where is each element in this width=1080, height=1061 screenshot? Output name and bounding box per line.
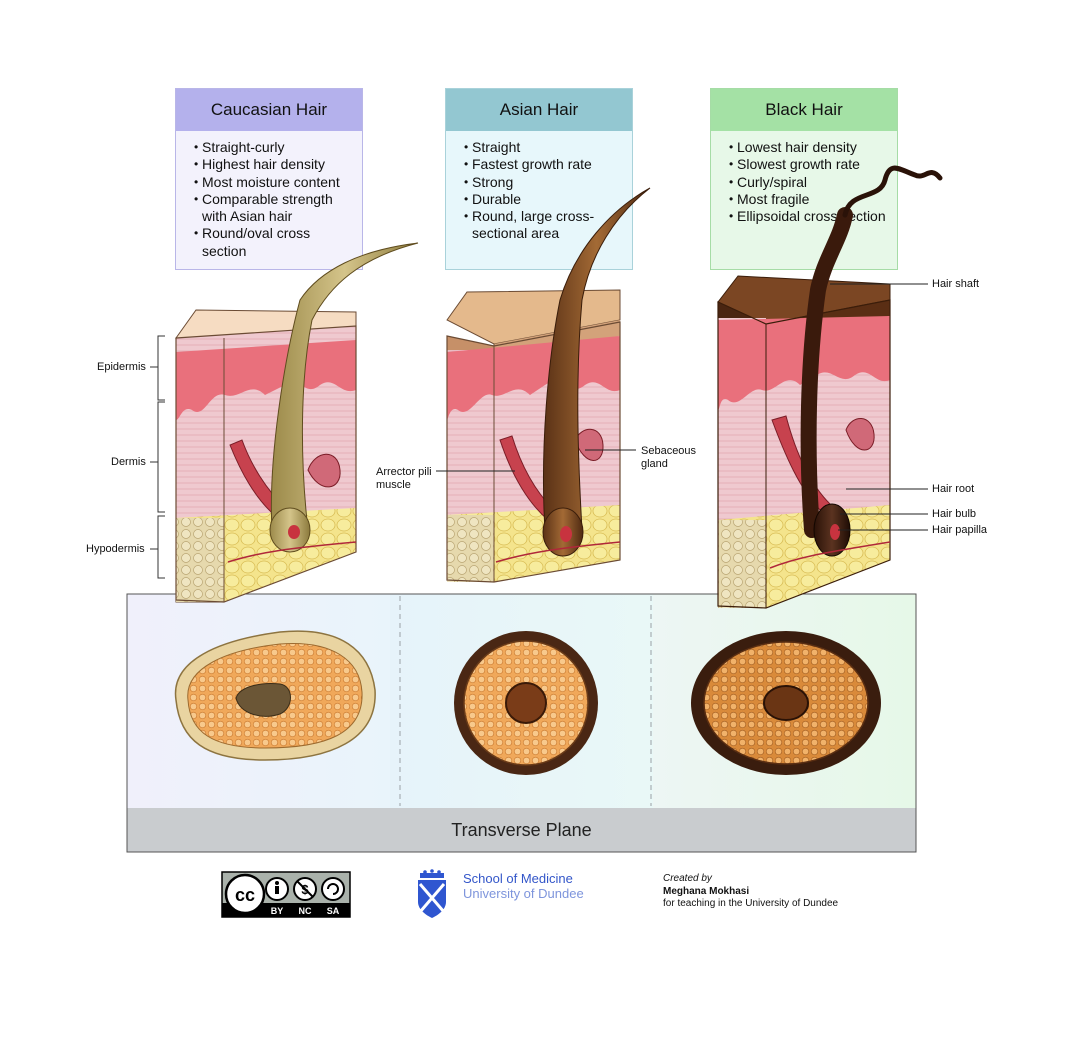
bullet-list: Straight-curly Highest hair density Most… [176,139,362,260]
bullet-item: Lowest hair density [729,139,893,157]
card-title: Asian Hair [446,89,632,131]
bullet-item: Straight-curly [194,139,358,157]
label-epidermis: Epidermis [97,361,146,373]
institution-name: School of Medicine University of Dundee [463,871,584,901]
cc-by: BY [271,906,284,916]
label-dermis: Dermis [111,456,146,468]
label-arrector-pili: Arrector pili muscle [376,466,432,491]
layer-brackets [150,335,165,579]
cross-section-asian [454,631,598,775]
institution-school: School of Medicine [463,871,573,886]
bullet-item: Straight [464,139,628,157]
cross-section-black [691,631,881,775]
cc-nc: NC [299,906,312,916]
bullet-item: Ellipsoidal cross section [729,208,893,226]
bullet-item: Highest hair density [194,156,358,174]
bullet-item: Round/oval cross section [194,225,358,260]
bullet-item: Slowest growth rate [729,156,893,174]
institution-university: University of Dundee [463,886,584,901]
skin-block-caucasian [175,242,419,603]
label-hair-root: Hair root [932,483,975,495]
bullet-item: Curly/spiral [729,174,893,192]
card-black-hair: Black Hair Lowest hair density Slowest g… [710,88,898,270]
bullet-item: Round, large cross-sectional area [464,208,628,243]
author-credit: Created by Meghana Mokhasi for teaching … [663,873,839,909]
bullet-item: Most fragile [729,191,893,209]
label-hair-bulb: Hair bulb [932,508,977,520]
cc-license-badge: cc $ BY NC SA [221,871,351,918]
bullet-item: Strong [464,174,628,192]
card-caucasian-hair: Caucasian Hair Straight-curly Highest ha… [175,88,363,270]
label-hair-shaft: Hair shaft [932,278,980,290]
bullet-list: Lowest hair density Slowest growth rate … [711,139,897,226]
bullet-list: Straight Fastest growth rate Strong Dura… [446,139,632,243]
transverse-plane-label: Transverse Plane [451,819,592,840]
cc-sa: SA [327,906,340,916]
bullet-item: Comparable strength with Asian hair [194,191,358,226]
card-asian-hair: Asian Hair Straight Fastest growth rate … [445,88,633,270]
cc-mark: cc [235,885,255,905]
bullet-item: Durable [464,191,628,209]
card-title: Caucasian Hair [176,89,362,131]
card-title: Black Hair [711,89,897,131]
label-sebaceous-gland: Sebaceous gland [641,445,697,470]
label-hypodermis: Hypodermis [86,543,145,555]
cross-section-caucasian [174,630,376,761]
bullet-item: Fastest growth rate [464,156,628,174]
bullet-item: Most moisture content [194,174,358,192]
leader-lines [436,283,928,531]
university-shield-logo [418,869,446,918]
svg-text:$: $ [301,882,309,897]
label-hair-papilla: Hair papilla [932,524,988,536]
